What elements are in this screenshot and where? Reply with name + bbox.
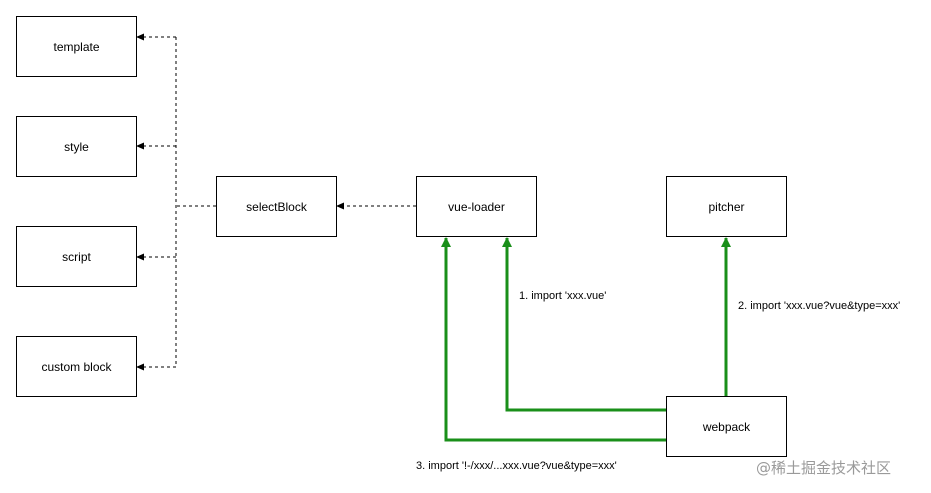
arrow-import-vue — [502, 237, 666, 412]
node-pitcher: pitcher — [666, 176, 787, 237]
node-vue-loader: vue-loader — [416, 176, 537, 237]
label-import-loader: 3. import '!-/xxx/...xxx.vue?vue&type=xx… — [416, 460, 617, 472]
label-import-vue: 1. import 'xxx.vue' — [519, 290, 607, 302]
node-template: template — [16, 16, 137, 77]
label-import-query: 2. import 'xxx.vue?vue&type=xxx' — [738, 300, 901, 312]
node-select-block: selectBlock — [216, 176, 337, 237]
dashed-connectors — [136, 33, 416, 371]
node-webpack: webpack — [666, 396, 787, 457]
watermark: @稀土掘金技术社区 — [756, 459, 892, 477]
solid-connectors — [441, 237, 731, 442]
node-custom-block: custom block — [16, 336, 137, 397]
node-script: script — [16, 226, 137, 287]
node-style: style — [16, 116, 137, 177]
arrow-import-loader — [441, 237, 666, 442]
